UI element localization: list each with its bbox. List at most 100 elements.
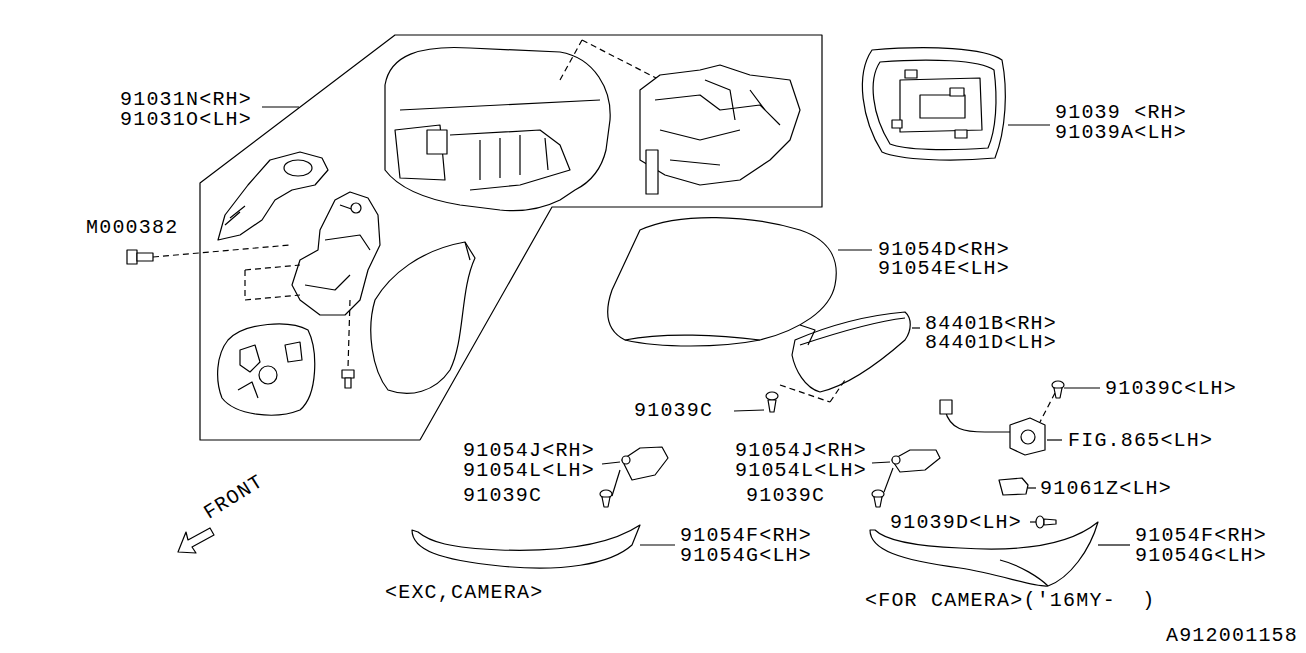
drawing-stroke: [768, 400, 776, 412]
drawing-stroke: [780, 385, 830, 402]
mirror-motor: [292, 192, 380, 315]
drawing-stroke: [905, 70, 917, 78]
drawing-stroke: [766, 392, 778, 400]
part-number: 91039C<LH>: [1105, 379, 1237, 399]
small-part: [999, 478, 1036, 495]
drawing-stroke: [1000, 560, 1048, 586]
drawing-stroke: [1044, 519, 1056, 525]
side-camera: [940, 393, 1062, 455]
drawing-stroke: [622, 447, 668, 480]
drawing-stroke: [830, 380, 845, 402]
drawing-stroke: [284, 160, 312, 176]
drawing-stroke: [400, 100, 600, 110]
part-number: FIG.865<LH>: [1068, 431, 1213, 451]
drawing-stroke: [480, 135, 548, 180]
drawing-stroke: [612, 470, 620, 496]
drawing-stroke: [1021, 430, 1035, 444]
part-number: 91039 <RH>: [1055, 103, 1187, 123]
screw: [342, 370, 354, 388]
drawing-stroke: [873, 60, 996, 150]
drawing-stroke: [371, 242, 475, 393]
part-number: 91054J<RH>: [735, 441, 867, 461]
part-number: M000382: [86, 218, 178, 238]
drawing-stroke: [1064, 387, 1100, 388]
part-number: 91054G<LH>: [680, 546, 812, 566]
direction-label: FRONT: [201, 472, 268, 524]
drawing-stroke: [412, 525, 640, 568]
part-number: 91039A<LH>: [1055, 123, 1187, 143]
drawing-stroke: [1054, 388, 1062, 398]
drawing-stroke: [218, 324, 315, 415]
part-number: 91054D<RH>: [878, 240, 1010, 260]
drawing-stroke: [646, 150, 658, 194]
drawing-stroke: [178, 528, 214, 553]
drawing-stroke: [872, 462, 890, 463]
drawing-stroke: [602, 497, 610, 507]
part-number: 91054J<RH>: [463, 441, 595, 461]
drawing-stroke: [240, 345, 260, 372]
small-bracket: [872, 450, 940, 507]
drawing-stroke: [892, 456, 900, 464]
drawing-stroke: [305, 205, 370, 290]
part-number: 91054L<LH>: [735, 461, 867, 481]
part-number: 91054E<LH>: [878, 259, 1010, 279]
drawing-stroke: [259, 366, 277, 384]
drawing-stroke: [1040, 393, 1055, 422]
part-number: 91054F<RH>: [680, 526, 812, 546]
drawing-stroke: [640, 65, 800, 185]
drawing-stroke: [348, 300, 350, 368]
part-number: 91031O<LH>: [120, 110, 252, 130]
drawing-stroke: [1028, 487, 1036, 488]
drawing-stroke: [385, 47, 610, 210]
mirror-bracket: [640, 65, 800, 194]
drawing-stroke: [892, 450, 940, 472]
drawing-stroke: [1047, 439, 1062, 440]
part-number: 91054L<LH>: [463, 461, 595, 481]
backing-plate: [218, 324, 315, 415]
drawing-stroke: [705, 80, 765, 120]
drawing-stroke: [351, 203, 361, 213]
small-bracket: [600, 447, 668, 507]
drawing-stroke: [608, 218, 836, 346]
part-number: <FOR CAMERA>('16MY- ): [865, 591, 1155, 611]
bolt: [127, 250, 153, 264]
screw: [1030, 516, 1056, 528]
drawing-stroke: [1030, 521, 1036, 522]
drawing-stroke: [838, 249, 872, 250]
drawing-stroke: [874, 497, 882, 507]
drawing-stroke: [800, 318, 905, 345]
drawing-stroke: [465, 242, 470, 260]
part-number: 91039C: [463, 486, 542, 506]
drawing-stroke: [127, 250, 137, 264]
drawing-stroke: [1008, 124, 1050, 125]
part-number: 84401D<LH>: [925, 333, 1057, 353]
part-number: 91039D<LH>: [890, 513, 1022, 533]
part-number: 91031N<RH>: [120, 90, 252, 110]
drawing-stroke: [1036, 516, 1044, 528]
drawing-stroke: [137, 253, 153, 261]
part-number: 91054G<LH>: [1135, 546, 1267, 566]
front-arrow: [178, 528, 214, 553]
drawing-stroke: [262, 106, 299, 107]
drawing-stroke: [225, 206, 245, 225]
drawing-stroke: [884, 468, 893, 492]
drawing-stroke: [427, 130, 447, 154]
drawing-stroke: [1010, 418, 1045, 455]
lower-cover: [371, 242, 475, 393]
drawing-stroke: [892, 120, 902, 128]
drawing-stroke: [292, 192, 380, 315]
drawing-stroke: [342, 370, 354, 378]
drawing-stroke: [955, 130, 967, 138]
drawing-stroke: [940, 400, 952, 414]
drawing-stroke: [218, 152, 328, 240]
drawing-stroke: [945, 410, 1010, 432]
drawing-stroke: [862, 48, 1005, 160]
drawing-stroke: [1098, 544, 1130, 545]
drawing-stroke: [153, 245, 290, 257]
turn-signal: [780, 312, 920, 402]
diagram-id: A912001158: [1166, 626, 1298, 646]
drawing-stroke: [999, 478, 1028, 495]
lower-garnish: [412, 525, 675, 568]
drawing-stroke: [622, 456, 630, 464]
